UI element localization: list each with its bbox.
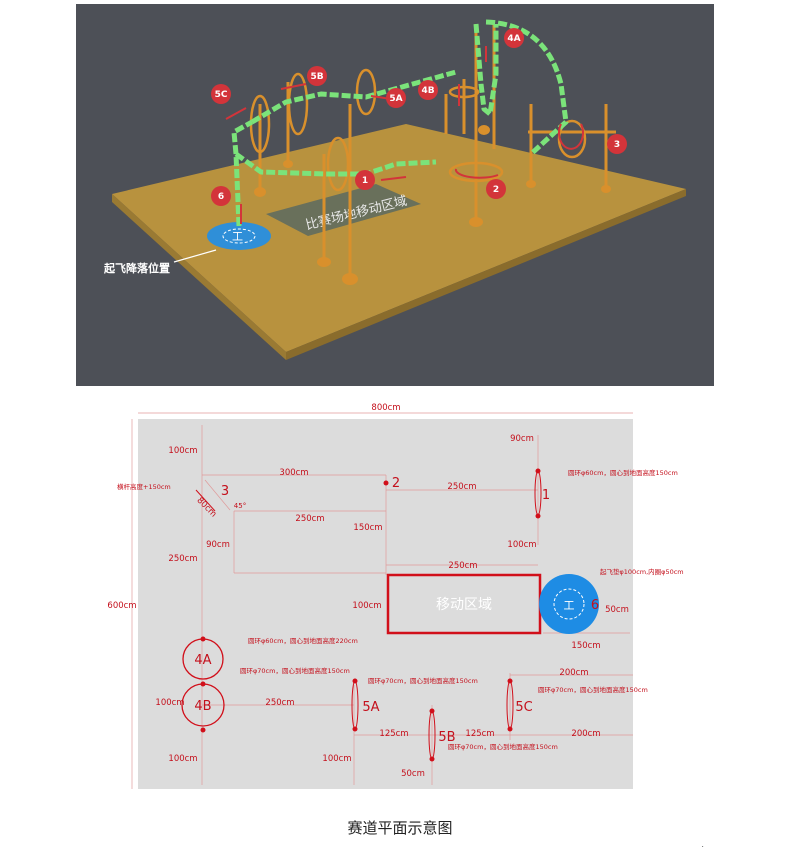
zone-label: 移动区域 bbox=[436, 597, 492, 613]
scene-marker-5a: 5A bbox=[389, 94, 402, 104]
note-ring1: 圆环φ60cm，圆心到地面高度150cm bbox=[568, 468, 678, 477]
dim-left-250: 250cm bbox=[168, 554, 197, 564]
dim-height: 600cm bbox=[107, 601, 136, 611]
note-ring4b: 圆环φ70cm，圆心到地面高度150cm bbox=[240, 666, 350, 675]
scene-marker-1: 1 bbox=[362, 176, 368, 186]
page-dot: · bbox=[701, 842, 704, 851]
dim-bottom-50: 50cm bbox=[401, 769, 425, 779]
takeoff-label: 起飞降落位置 bbox=[103, 261, 170, 275]
scene-marker-3: 3 bbox=[614, 140, 620, 150]
dim-bottom-100: 100cm bbox=[322, 754, 351, 764]
note-crossbar: 横杆高度+150cm bbox=[117, 482, 171, 491]
scene-marker-5b: 5B bbox=[310, 72, 323, 82]
scene-marker-5c: 5C bbox=[215, 90, 228, 100]
dim-bottom-125a: 125cm bbox=[379, 729, 408, 739]
dim-right-90: 90cm bbox=[510, 434, 534, 444]
plan-marker-5b: 5B bbox=[438, 730, 455, 745]
dim-bottom-125b: 125cm bbox=[465, 729, 494, 739]
note-pad: 起飞垫φ100cm,内圈φ50cm bbox=[600, 567, 684, 576]
note-ring4a: 圆环φ60cm，圆心到地面高度220cm bbox=[248, 636, 358, 645]
pad-mark-plan: 工 bbox=[564, 599, 575, 612]
dim-zone-100: 100cm bbox=[352, 601, 381, 611]
note-ring5b: 圆环φ70cm，圆心到地面高度150cm bbox=[448, 742, 558, 751]
plan-marker-3: 3 bbox=[221, 484, 229, 499]
direction-arrows bbox=[225, 46, 584, 224]
plan-marker-2: 2 bbox=[392, 476, 400, 491]
plan-marker-1: 1 bbox=[542, 488, 550, 503]
dim-mid-250: 250cm bbox=[295, 514, 324, 524]
plan-marker-5c: 5C bbox=[515, 700, 532, 715]
scene-marker-4b: 4B bbox=[421, 86, 434, 96]
pole-bases bbox=[254, 125, 611, 285]
dim-pad-150: 150cm bbox=[571, 641, 600, 651]
dim-90: 90cm bbox=[206, 540, 230, 550]
plan-marker-4b: 4B bbox=[194, 699, 211, 714]
scene-markers: 1 2 3 4A 4B 5A 5B 5C 6 bbox=[211, 28, 627, 206]
flight-path bbox=[231, 19, 569, 227]
dim-pad-50: 50cm bbox=[605, 605, 629, 615]
scene-marker-2: 2 bbox=[493, 185, 499, 195]
dim-right-100: 100cm bbox=[507, 540, 536, 550]
plan-marker-4a: 4A bbox=[194, 653, 211, 668]
pad-mark: 工 bbox=[232, 230, 243, 243]
dim-top-300: 300cm bbox=[279, 468, 308, 478]
takeoff-pad bbox=[207, 222, 271, 250]
track-plan-view: 移动区域 工 1 2 3 4A 4B 5A 5B 5C 6 800cm 600c… bbox=[107, 403, 684, 789]
dim-bottom-250: 250cm bbox=[265, 698, 294, 708]
dim-width: 800cm bbox=[371, 403, 400, 413]
takeoff-pad-plan bbox=[539, 574, 599, 634]
dim-left-top: 100cm bbox=[168, 446, 197, 456]
dim-bottom-200a: 200cm bbox=[559, 668, 588, 678]
note-ring5c: 圆环φ70cm，圆心到地面高度150cm bbox=[538, 685, 648, 694]
plan-marker-5a: 5A bbox=[362, 700, 379, 715]
dim-to-1-250: 250cm bbox=[447, 482, 476, 492]
dim-left-100-mid: 100cm bbox=[155, 698, 184, 708]
scene-marker-6: 6 bbox=[218, 192, 224, 202]
dim-150: 150cm bbox=[353, 523, 382, 533]
plan-marker-6: 6 bbox=[591, 598, 599, 613]
figure-caption: 赛道平面示意图 bbox=[347, 819, 453, 837]
dim-angle-45: 45° bbox=[234, 502, 246, 510]
movement-zone bbox=[266, 184, 421, 236]
arena-floor bbox=[112, 124, 686, 352]
points bbox=[200, 468, 541, 762]
dim-left-100-bot: 100cm bbox=[168, 754, 197, 764]
scene-marker-4a: 4A bbox=[507, 34, 520, 44]
dim-zone-250: 250cm bbox=[448, 561, 477, 571]
dim-bottom-200b: 200cm bbox=[571, 729, 600, 739]
note-ring5a: 圆环φ70cm，圆心到地面高度150cm bbox=[368, 676, 478, 685]
track-3d-render: 比赛场地移动区域 工 起飞降落位置 bbox=[76, 4, 714, 386]
